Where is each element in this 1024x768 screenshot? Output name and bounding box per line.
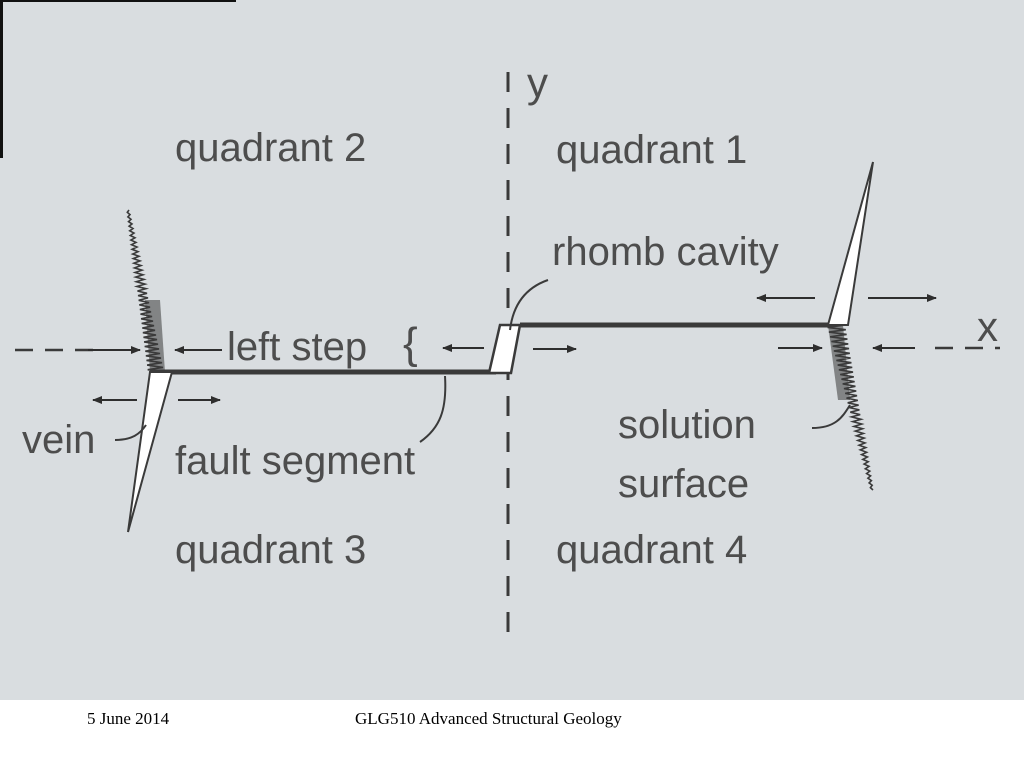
diagram-figure: quadrant 2 quadrant 1 quadrant 3 quadran… [0, 0, 1024, 700]
leader-fault-segment [419, 375, 447, 443]
footer-course-title: GLG510 Advanced Structural Geology [355, 709, 622, 728]
label-quadrant-1: quadrant 1 [556, 128, 748, 172]
left-vein-wedge [127, 371, 174, 533]
label-quadrant-3: quadrant 3 [175, 528, 367, 572]
label-quadrant-4: quadrant 4 [556, 528, 748, 572]
top-edge-bar [0, 0, 236, 2]
leader-vein [114, 424, 147, 441]
label-quadrant-2: quadrant 2 [175, 126, 367, 170]
leader-solution-surface [811, 404, 851, 429]
left-edge-bar [0, 0, 3, 158]
label-axis-x: x [977, 303, 998, 350]
label-fault-segment: fault segment [175, 439, 416, 483]
label-left-step: left step [227, 325, 368, 369]
footer-date: 5 June 2014 [87, 709, 170, 728]
label-rhomb-cavity: rhomb cavity [552, 230, 779, 274]
label-vein: vein [22, 418, 96, 462]
diagram-graphics [15, 72, 1000, 632]
label-axis-y: y [527, 59, 548, 106]
left-solution-surface [126, 209, 165, 373]
rhomb-cavity-shape [487, 323, 522, 375]
right-vein-wedge [826, 161, 874, 326]
leader-rhomb-cavity [509, 279, 549, 331]
label-surface: surface [618, 462, 750, 506]
label-solution: solution [618, 403, 756, 447]
label-left-step-brace: { [403, 319, 418, 368]
right-solution-surface [827, 324, 874, 491]
